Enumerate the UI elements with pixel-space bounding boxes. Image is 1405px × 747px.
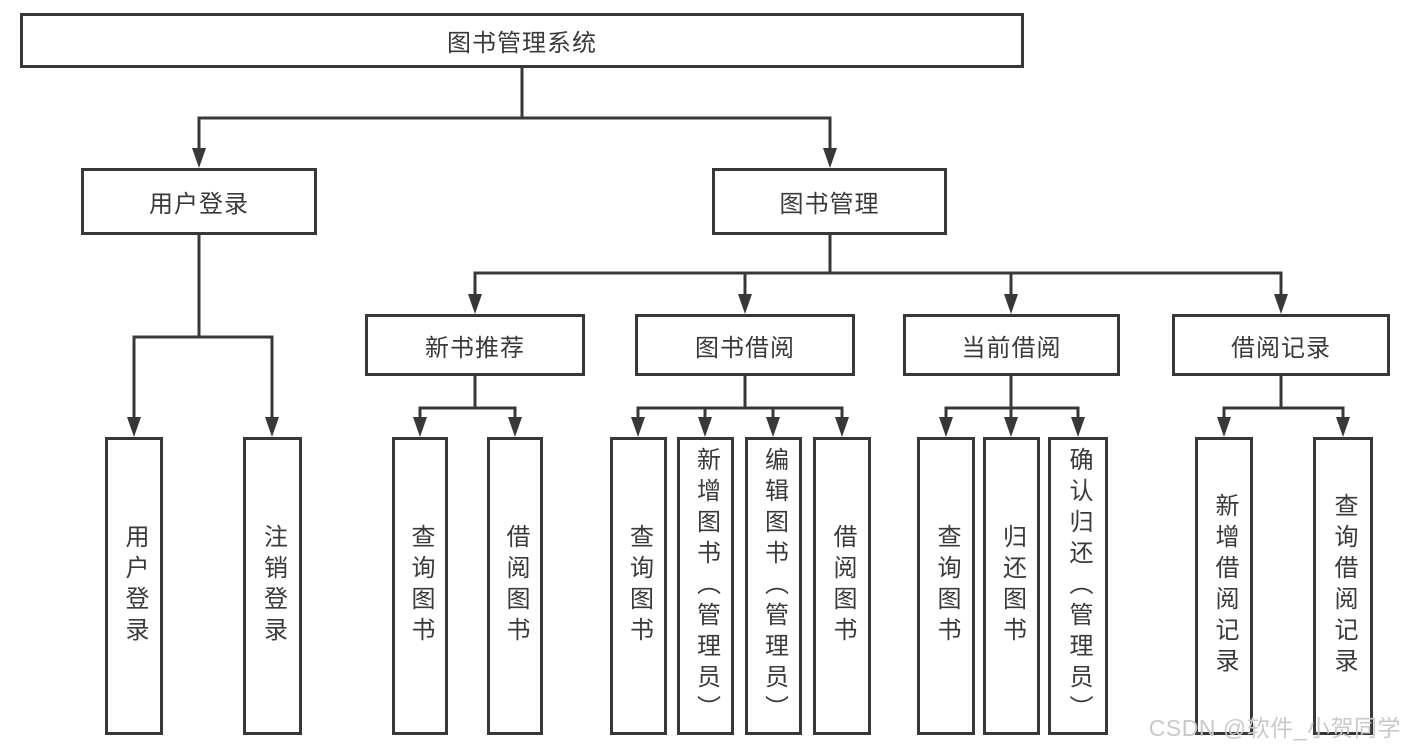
- connector-lines: [132, 68, 1345, 421]
- leaf-logout: 注销登录: [243, 437, 302, 735]
- leaf-add-borrow-record: 新增借阅记录: [1195, 437, 1253, 735]
- leaf-borrow-books-borrowing: 借阅图书: [813, 437, 871, 735]
- leaf-edit-books-admin: 编辑图书（管理员）: [745, 437, 802, 735]
- leaf-user-login: 用户登录: [105, 437, 163, 735]
- node-user-login: 用户登录: [81, 168, 317, 235]
- leaf-return-books: 归还图书: [983, 437, 1040, 735]
- leaf-confirm-return-admin: 确认归还（管理员）: [1048, 437, 1108, 735]
- node-book-management: 图书管理: [712, 168, 947, 235]
- leaf-query-books-current: 查询图书: [917, 437, 975, 735]
- node-borrowing-records: 借阅记录: [1172, 314, 1390, 376]
- leaf-borrow-books-recommend: 借阅图书: [487, 437, 543, 735]
- leaf-add-books-admin: 新增图书（管理员）: [677, 437, 734, 735]
- node-current-borrowing: 当前借阅: [903, 314, 1120, 376]
- node-library-management-system: 图书管理系统: [20, 13, 1024, 68]
- arrowheads: [127, 148, 1350, 437]
- leaf-query-books-recommend: 查询图书: [392, 437, 448, 735]
- leaf-query-borrow-record: 查询借阅记录: [1313, 437, 1373, 735]
- node-new-book-recommend: 新书推荐: [365, 314, 585, 376]
- watermark: CSDN @软件_小贺同学: [1148, 715, 1401, 741]
- node-book-borrowing: 图书借阅: [635, 314, 855, 376]
- leaf-query-books-borrowing: 查询图书: [610, 437, 667, 735]
